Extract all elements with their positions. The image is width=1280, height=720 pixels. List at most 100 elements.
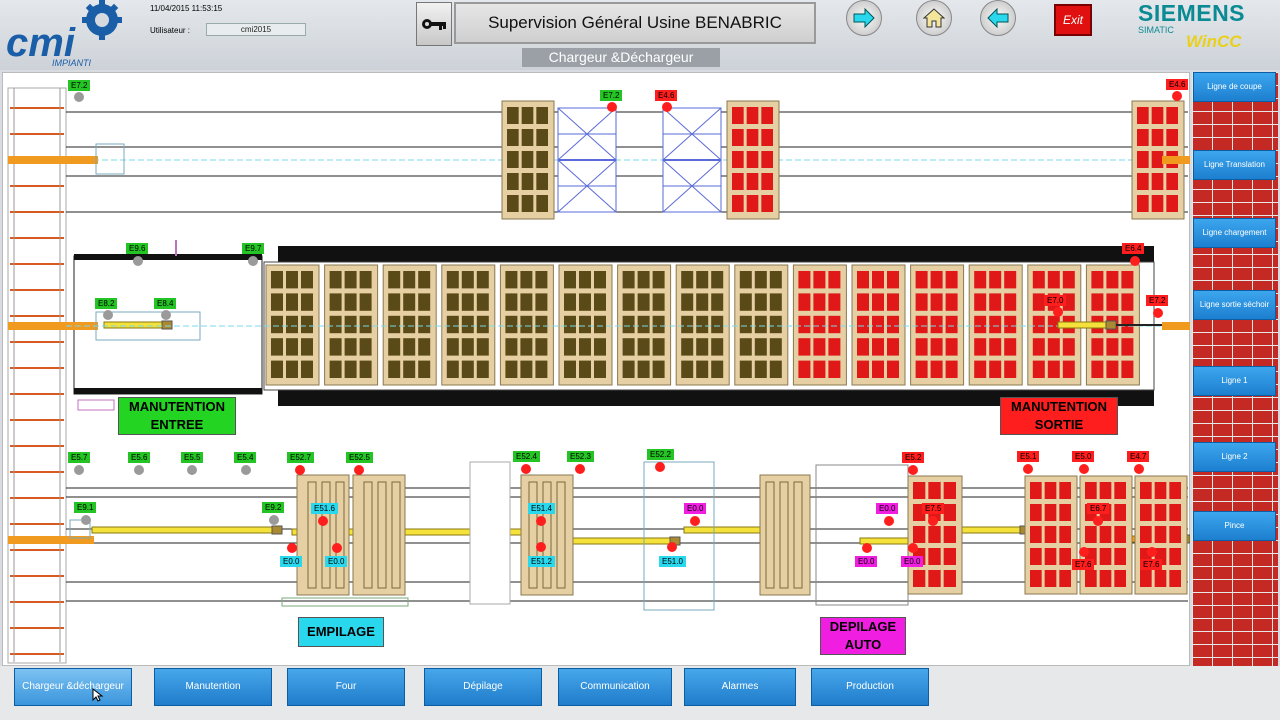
brick-block xyxy=(1140,570,1152,587)
sensor-tag-e7-6[interactable]: E7.6 xyxy=(1140,559,1163,570)
sensor-tag-e0-0[interactable]: E0.0 xyxy=(280,556,303,567)
side-btn-ligne-translation[interactable]: Ligne Translation xyxy=(1193,150,1276,180)
sensor-tag-e5-2[interactable]: E5.2 xyxy=(902,452,925,463)
brick-block xyxy=(945,293,958,311)
side-btn-pince[interactable]: Pince xyxy=(1193,511,1276,541)
sensor-tag-e7-2[interactable]: E7.2 xyxy=(600,90,623,101)
brick-block xyxy=(622,315,635,334)
brick-block xyxy=(872,360,884,378)
side-btn-ligne-2[interactable]: Ligne 2 xyxy=(1193,442,1276,472)
sensor-tag-e51-4[interactable]: E51.4 xyxy=(528,503,555,514)
sensor-tag-e9-7[interactable]: E9.7 xyxy=(242,243,265,254)
sensor-tag-e6-4[interactable]: E6.4 xyxy=(1122,243,1145,254)
sensor-tag-e9-6[interactable]: E9.6 xyxy=(126,243,149,254)
sensor-tag-e9-1[interactable]: E9.1 xyxy=(74,502,97,513)
sensor-tag-e0-0[interactable]: E0.0 xyxy=(855,556,878,567)
sensor-tag-e52-2[interactable]: E52.2 xyxy=(647,449,674,460)
sensor-led xyxy=(1130,256,1140,266)
brick-block xyxy=(930,360,943,378)
sensor-led xyxy=(81,515,91,525)
side-btn-ligne-1[interactable]: Ligne 1 xyxy=(1193,366,1276,396)
side-btn-ligne-coupe[interactable]: Ligne de coupe xyxy=(1193,72,1276,102)
sensor-tag-e51-0[interactable]: E51.0 xyxy=(659,556,686,567)
sensor-tag-e4-7[interactable]: E4.7 xyxy=(1127,451,1150,462)
brick-block xyxy=(1166,195,1178,212)
sensor-tag-e4-6[interactable]: E4.6 xyxy=(1166,79,1189,90)
brick-block xyxy=(928,482,941,499)
simatic-label: SIMATIC xyxy=(1138,25,1174,35)
brick-block xyxy=(271,293,283,311)
sensor-led xyxy=(667,542,677,552)
exit-button[interactable]: Exit xyxy=(1054,4,1092,36)
nav-production[interactable]: Production xyxy=(811,668,929,706)
sensor-tag-e8-2[interactable]: E8.2 xyxy=(95,298,118,309)
brick-block xyxy=(696,293,709,311)
brick-block xyxy=(945,338,958,356)
user-field[interactable]: cmi2015 xyxy=(206,23,306,36)
nav-communication[interactable]: Communication xyxy=(558,668,672,706)
brick-block xyxy=(505,338,518,356)
sensor-tag-e5-0[interactable]: E5.0 xyxy=(1072,451,1095,462)
rack-diag xyxy=(557,159,617,213)
sensor-tag-e5-4[interactable]: E5.4 xyxy=(234,452,257,463)
zone-entree-line1: MANUTENTION xyxy=(128,399,226,414)
brick-block xyxy=(761,173,773,190)
cylinder-head xyxy=(161,320,173,330)
side-btn-ligne-chargement[interactable]: Ligne chargement xyxy=(1193,218,1276,248)
sensor-tag-e7-2[interactable]: E7.2 xyxy=(1146,295,1169,306)
brick-block xyxy=(1154,548,1167,565)
login-key-button[interactable] xyxy=(416,2,452,46)
side-btn-ligne-sortie-sechoir[interactable]: Ligne sortie séchoir xyxy=(1193,290,1276,320)
sensor-tag-e0-0[interactable]: E0.0 xyxy=(684,503,707,514)
sensor-tag-e52-7[interactable]: E52.7 xyxy=(287,452,314,463)
nav-depilage[interactable]: Dépilage xyxy=(424,668,542,706)
brick-block xyxy=(446,360,459,378)
sensor-tag-e4-6[interactable]: E4.6 xyxy=(655,90,678,101)
brick-block xyxy=(1059,526,1071,543)
sensor-tag-e8-4[interactable]: E8.4 xyxy=(154,298,177,309)
sensor-tag-e7-6[interactable]: E7.6 xyxy=(1072,559,1095,570)
sensor-tag-e7-5[interactable]: E7.5 xyxy=(922,503,945,514)
brick-block xyxy=(828,293,841,311)
brick-block xyxy=(769,360,782,378)
brick-block xyxy=(974,338,987,356)
sensor-tag-e52-5[interactable]: E52.5 xyxy=(346,452,373,463)
brick-block xyxy=(857,315,869,334)
brick-block xyxy=(732,129,744,146)
sensor-tag-e51-2[interactable]: E51.2 xyxy=(528,556,555,567)
brick-block xyxy=(943,482,956,499)
sensor-tag-e52-4[interactable]: E52.4 xyxy=(513,451,540,462)
nav-alarmes[interactable]: Alarmes xyxy=(684,668,796,706)
brick-block xyxy=(761,129,773,146)
nav-manutention[interactable]: Manutention xyxy=(154,668,272,706)
sensor-tag-e5-5[interactable]: E5.5 xyxy=(181,452,204,463)
brick-block xyxy=(637,271,650,289)
sensor-tag-e5-1[interactable]: E5.1 xyxy=(1017,451,1040,462)
nav-four[interactable]: Four xyxy=(287,668,405,706)
brick-block xyxy=(696,360,709,378)
sensor-tag-e7-2[interactable]: E7.2 xyxy=(68,80,91,91)
brick-block xyxy=(1151,107,1164,124)
sensor-tag-e0-0[interactable]: E0.0 xyxy=(876,503,899,514)
brick-block xyxy=(1044,504,1057,521)
wagon-slat xyxy=(335,481,345,589)
sensor-tag-e7-0[interactable]: E7.0 xyxy=(1044,295,1067,306)
sensor-tag-e0-0[interactable]: E0.0 xyxy=(901,556,924,567)
sensor-tag-e5-7[interactable]: E5.7 xyxy=(68,452,91,463)
wagon-slat xyxy=(363,481,373,589)
sensor-tag-e5-6[interactable]: E5.6 xyxy=(128,452,151,463)
sensor-tag-e51-6[interactable]: E51.6 xyxy=(311,503,338,514)
brick-block xyxy=(1169,526,1181,543)
sensor-tag-e0-0[interactable]: E0.0 xyxy=(325,556,348,567)
previous-screen-button[interactable] xyxy=(980,0,1016,36)
next-screen-button[interactable] xyxy=(846,0,882,36)
sensor-tag-e6-7[interactable]: E6.7 xyxy=(1087,503,1110,514)
brick-block xyxy=(813,338,826,356)
brick-block xyxy=(681,338,694,356)
sensor-tag-e52-3[interactable]: E52.3 xyxy=(567,451,594,462)
home-button[interactable] xyxy=(916,0,952,36)
nav-chargeur-dechargeur[interactable]: Chargeur &déchargeur xyxy=(14,668,132,706)
sensor-tag-e9-2[interactable]: E9.2 xyxy=(262,502,285,513)
transfer-column xyxy=(7,87,67,664)
